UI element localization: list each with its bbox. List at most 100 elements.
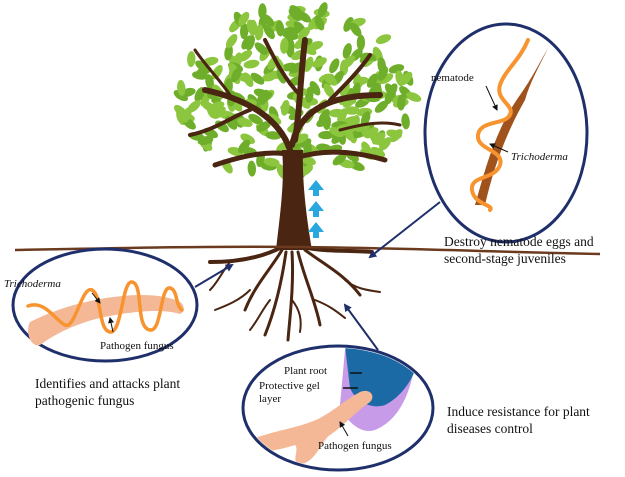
leaf [309,81,321,96]
leaf [370,146,386,158]
leaf [390,129,403,143]
leaf [241,35,253,50]
leaf [329,58,340,74]
nematode-label: nematode [431,72,474,84]
leaf [297,11,311,23]
leaf [349,22,362,37]
leaf [401,113,410,130]
pathogen-fungus-label-bottom: Pathogen fungus [318,440,392,452]
pathogen-fungus-shape [250,390,373,465]
leaf [318,109,330,124]
leaf [174,104,188,118]
leaf [238,49,253,62]
trichoderma-coil [470,38,530,212]
leaf [238,11,250,27]
leaf [323,83,335,98]
leaf [400,71,413,86]
leaf [323,73,338,86]
connector-bottom [343,303,379,351]
trichoderma-coil [26,280,184,334]
leaf [374,100,389,113]
leaf [384,88,395,105]
caption-line: pathogenic fungus [35,392,135,408]
connector-top [368,201,441,259]
leaf [237,117,253,128]
nematode-shape [475,48,548,205]
leaf [246,19,256,36]
leaf [243,59,260,69]
leaf [238,139,251,154]
tree-branches [188,37,402,168]
leaf [256,121,271,132]
leaf [344,106,360,115]
root-callout [241,344,435,472]
trichoderma-label-left: Trichoderma [4,278,61,290]
leaf [239,23,249,40]
protective-gel-label: Protective gel layer [259,380,320,405]
leaf [250,72,265,85]
up-arrow-icon [308,222,324,238]
nutrient-up-arrows [308,180,324,238]
leaf [297,27,311,41]
gel-label-line: Protective gel [259,380,320,392]
up-arrow-icon [308,180,324,196]
leaf [247,160,257,177]
caption-nematode: Destroy nematode eggs and second-stage j… [444,234,594,268]
tree-roots [208,246,381,342]
leaf [177,79,186,96]
leaf [356,34,366,51]
leaf [263,24,275,40]
nematode-callout [423,22,589,244]
leaf [375,34,392,44]
leaf [225,34,238,48]
plant-root-label: Plant root [284,365,328,377]
leaf [265,131,282,140]
leaf [318,130,335,140]
fungus-callout [11,247,199,363]
caption-line: Destroy nematode eggs and [444,234,594,249]
caption-line: Identifies and attacks plant [35,376,181,391]
leaf [242,72,254,87]
up-arrow-icon [308,201,324,217]
leaf [197,135,214,146]
leaf [205,74,214,90]
leaf [342,43,352,59]
tree-trunk [276,150,312,250]
leaf [259,89,270,105]
leaf [378,73,394,85]
caption-line: Induce resistance for plant [447,404,590,419]
leaf [224,44,233,61]
leaf [406,92,422,102]
leaf [366,73,378,88]
leaf [303,56,314,72]
leaf [195,60,210,72]
trichoderma-label-top: Trichoderma [511,151,568,163]
pathogen-fungus-shape [28,295,184,346]
leaf [317,2,328,18]
leaf [283,26,300,36]
leaf [263,157,280,167]
leaf [280,99,290,116]
caption-resistance: Induce resistance for plant diseases con… [447,404,590,438]
leaf [377,57,386,74]
leaf [187,100,201,113]
leaf [262,72,278,82]
leaf [261,14,275,27]
leaf [254,42,268,55]
leaf [379,137,392,151]
connector-left [194,263,234,288]
leaf [342,55,356,69]
caption-line: second-stage juveniles [444,250,566,266]
leaf [254,24,264,41]
leaf [201,100,216,113]
pathogen-fungus-label-left: Pathogen fungus [100,340,174,352]
leaf [397,94,406,111]
leaf [280,37,289,54]
leaf [332,153,347,166]
leaf [192,71,208,80]
leaf [248,113,263,125]
leaf [314,15,325,31]
leaf [305,86,314,103]
leaf [275,20,285,37]
